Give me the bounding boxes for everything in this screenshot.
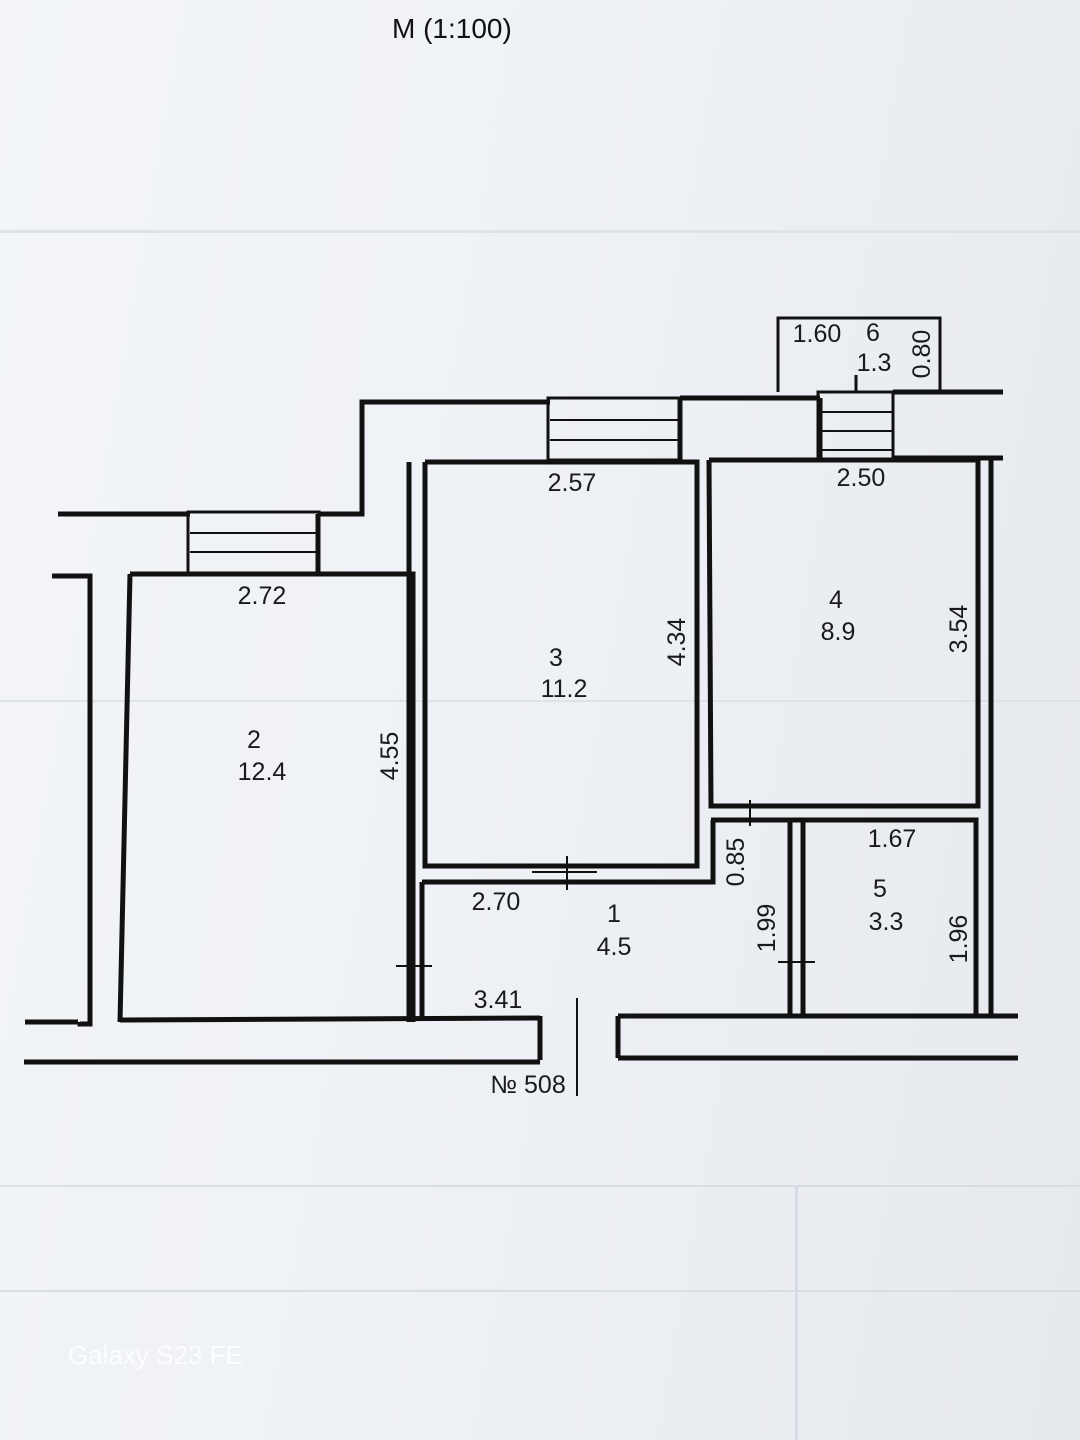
room-2-area: 12.4 <box>238 758 287 786</box>
window-room2 <box>186 510 321 576</box>
room-6-area: 1.3 <box>857 349 892 377</box>
dim-balcony-width: 1.60 <box>793 320 842 348</box>
room-5-number: 5 <box>873 875 887 903</box>
room-3-number: 3 <box>549 644 563 672</box>
dim-room3-height: 4.34 <box>663 618 691 667</box>
room-1-number: 1 <box>607 900 621 928</box>
room-6-number: 6 <box>866 319 880 347</box>
dim-room1-width-bottom: 3.41 <box>474 986 523 1014</box>
dim-room3-width: 2.57 <box>548 469 597 497</box>
room-5-area: 3.3 <box>869 908 904 936</box>
apartment-number: № 508 <box>490 1071 565 1099</box>
dim-room4-height: 3.54 <box>945 605 973 654</box>
dim-room5-width: 1.67 <box>868 825 917 853</box>
window-room4 <box>816 390 895 461</box>
room-4-area: 8.9 <box>821 618 856 646</box>
room-3-area: 11.2 <box>541 675 588 703</box>
dimension-labels: 2.70 3.41 2.72 4.55 2.57 4.34 2.50 3.54 … <box>238 320 973 1014</box>
room-1-area: 4.5 <box>597 933 632 961</box>
window-room3 <box>546 396 683 462</box>
room-4-number: 4 <box>829 586 843 614</box>
dim-room1-width-top: 2.70 <box>472 888 521 916</box>
camera-watermark: Galaxy S23 FE <box>68 1340 243 1370</box>
dim-room5-height: 1.96 <box>945 915 973 964</box>
bleed-through-text <box>0 230 1080 1440</box>
dim-room2-width: 2.72 <box>238 582 287 610</box>
walls <box>24 316 1018 1096</box>
room-2-number: 2 <box>247 726 261 754</box>
scale-label: М (1:100) <box>392 13 512 44</box>
balcony <box>776 316 942 392</box>
dim-room2-height: 4.55 <box>376 732 404 781</box>
room-labels: 1 4.5 2 12.4 3 11.2 4 8.9 5 3.3 6 1.3 <box>238 319 904 961</box>
dim-passage-width: 0.85 <box>722 838 750 887</box>
dim-balcony-depth: 0.80 <box>908 330 936 379</box>
dim-room4-width: 2.50 <box>837 464 886 492</box>
dim-passage-height: 1.99 <box>753 904 781 953</box>
